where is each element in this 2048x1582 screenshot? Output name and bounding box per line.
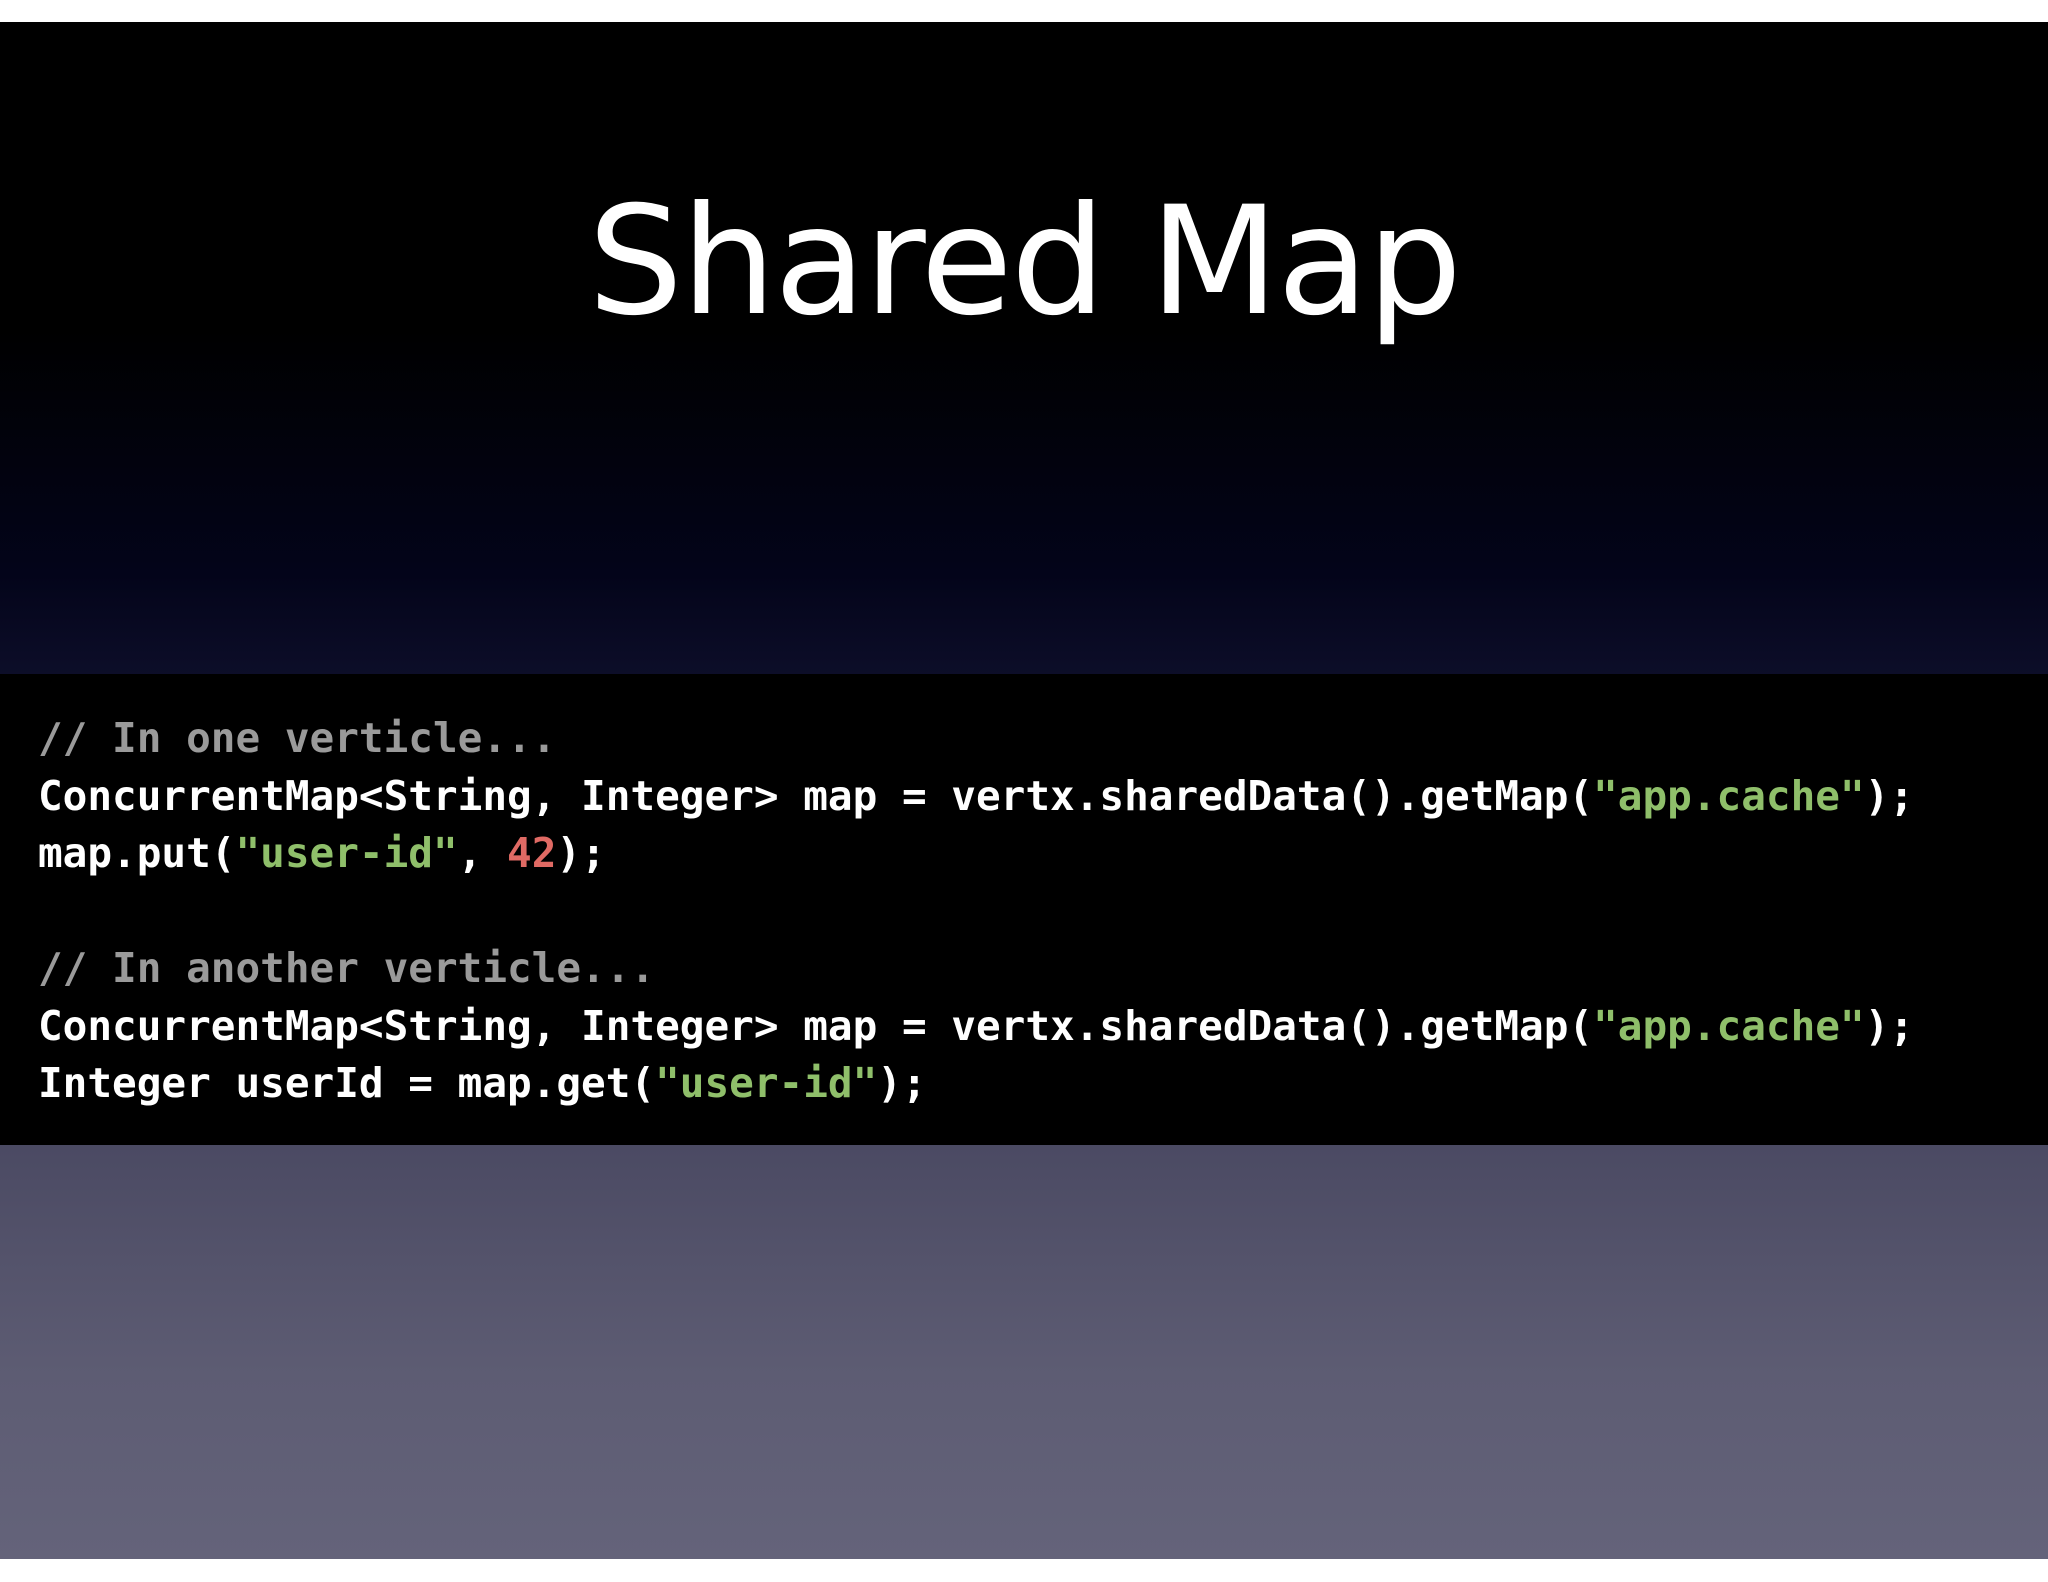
code-token-string: "user-id" bbox=[235, 829, 458, 877]
code-token-plain: ConcurrentMap<String, Integer> map = ver… bbox=[38, 771, 1594, 820]
code-token-plain: ); bbox=[1864, 1001, 1915, 1050]
code-block: // In one verticle... ConcurrentMap<Strin… bbox=[0, 674, 2048, 1145]
code-token-comment: // In another verticle... bbox=[38, 944, 656, 992]
code-token-plain: ConcurrentMap<String, Integer> map = ver… bbox=[38, 1001, 1594, 1050]
code-line: Integer userId = map.get("user-id"); bbox=[38, 1055, 2048, 1113]
code-token-plain: map.put( bbox=[38, 829, 236, 877]
code-line: // In another verticle... bbox=[38, 940, 2048, 998]
code-line: ConcurrentMap<String, Integer> map = ver… bbox=[38, 768, 2048, 826]
code-token-number: 42 bbox=[507, 829, 557, 877]
code-token-plain: ); bbox=[556, 829, 606, 877]
code-token-string: "app.cache" bbox=[1593, 771, 1865, 820]
slide: Shared Map // In one verticle... Concurre… bbox=[0, 22, 2048, 1559]
code-line: // In one verticle... bbox=[38, 710, 2048, 768]
code-token-string: "user-id" bbox=[655, 1059, 878, 1107]
code-token-plain: ); bbox=[877, 1059, 927, 1107]
code-line: ConcurrentMap<String, Integer> map = ver… bbox=[38, 998, 2048, 1056]
code-token-plain: ); bbox=[1864, 771, 1915, 820]
code-line bbox=[38, 883, 2048, 941]
code-token-string: "app.cache" bbox=[1593, 1001, 1865, 1050]
code-line: map.put("user-id", 42); bbox=[38, 825, 2048, 883]
code-token-plain: Integer userId = map.get( bbox=[38, 1059, 656, 1107]
code-token-comment: // In one verticle... bbox=[38, 714, 557, 762]
code-token-plain: , bbox=[457, 829, 508, 877]
slide-title: Shared Map bbox=[587, 175, 1462, 349]
